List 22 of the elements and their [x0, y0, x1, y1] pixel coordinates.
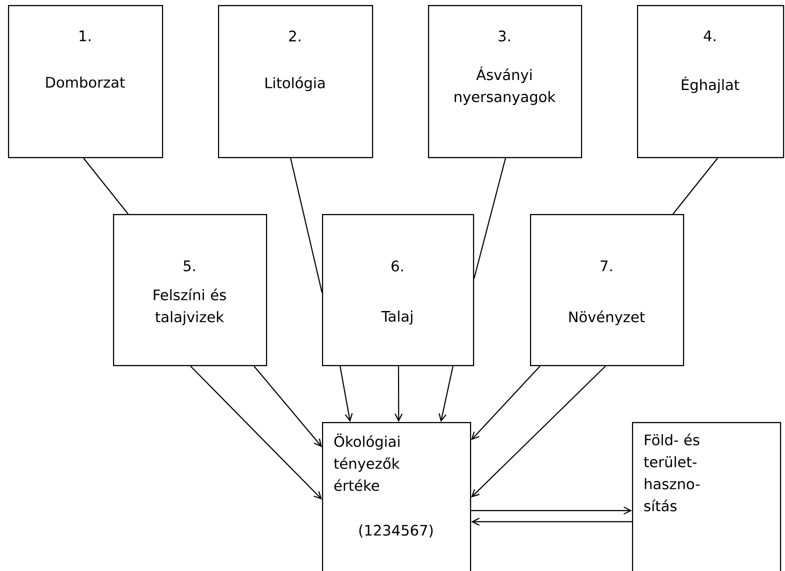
- connector-line: [290, 158, 323, 293]
- box: Ökológiai tényezők értéke (1234567): [322, 422, 472, 571]
- connector-line: [672, 158, 718, 214]
- box: Föld- és terület- haszno- sítás: [632, 422, 782, 571]
- box: 1. Domborzat: [8, 5, 164, 158]
- box: 7. Növényzet: [530, 214, 684, 366]
- box: 5. Felszíni és talajvizek: [113, 214, 268, 366]
- connector-line: [474, 158, 506, 279]
- arrow: [254, 366, 322, 448]
- box: 4. Éghajlat: [637, 5, 784, 158]
- arrow: [471, 366, 540, 440]
- box: 6. Talaj: [322, 214, 474, 366]
- arrow: [471, 366, 606, 498]
- arrow: [438, 366, 454, 422]
- arrow: [394, 366, 403, 422]
- arrow: [340, 366, 353, 422]
- box: 3. Ásványi nyersanyagok: [428, 5, 582, 158]
- arrow: [190, 366, 322, 500]
- connector-line: [83, 158, 129, 214]
- arrow: [471, 506, 632, 515]
- arrow: [471, 518, 632, 526]
- box: 2. Litológia: [218, 5, 374, 158]
